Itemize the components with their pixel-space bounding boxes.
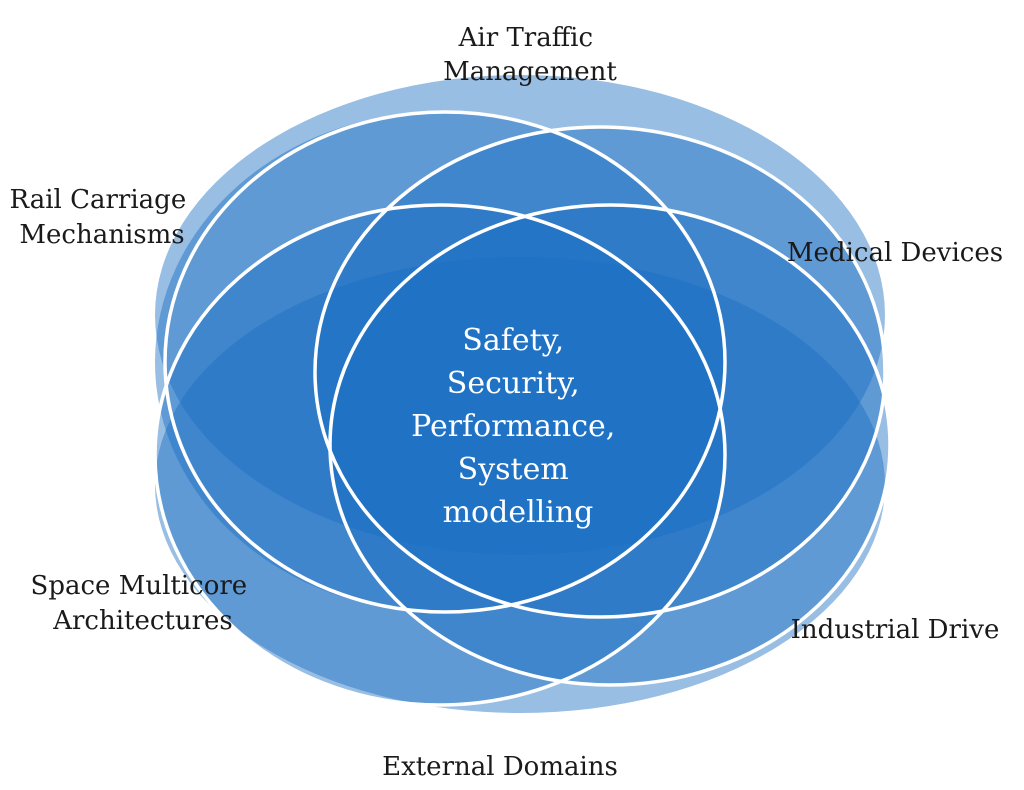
- ellipse-outlines: [153, 110, 892, 707]
- label-industrial-drive: Industrial Drive: [791, 615, 1000, 645]
- label-line: Space Multicore: [31, 571, 248, 601]
- label-space-multicore-architectures: Space Multicore Architectures: [31, 571, 256, 636]
- label-line: Medical Devices: [787, 238, 1003, 268]
- label-line: Mechanisms: [19, 220, 184, 250]
- label-external-domains: External Domains: [382, 752, 618, 782]
- label-rail-carriage-mechanisms: Rail Carriage Mechanisms: [10, 185, 195, 250]
- ellipse-industrial-drive: [330, 205, 890, 685]
- ellipse-medical-devices: [315, 127, 885, 617]
- ellipse-air-traffic: [155, 75, 885, 555]
- center-line: System: [458, 452, 569, 487]
- center-line: Performance,: [411, 409, 615, 444]
- label-line: Rail Carriage: [10, 185, 187, 215]
- label-line: Air Traffic: [458, 23, 593, 53]
- outline-lower-right: [328, 203, 892, 687]
- label-line: External Domains: [382, 752, 618, 782]
- center-line: modelling: [443, 495, 594, 530]
- center-line: Security,: [447, 366, 580, 401]
- label-air-traffic-management: Air Traffic Management: [443, 23, 617, 87]
- label-line: Industrial Drive: [791, 615, 1000, 645]
- label-line: Management: [443, 57, 617, 87]
- outline-upper-left: [163, 110, 727, 614]
- outline-lower-left: [153, 203, 727, 707]
- center-line: Safety,: [462, 323, 564, 358]
- label-line: Architectures: [52, 606, 233, 636]
- center-label: Safety, Security, Performance, System mo…: [411, 323, 625, 530]
- label-medical-devices: Medical Devices: [787, 238, 1003, 268]
- outline-upper-right: [313, 125, 887, 619]
